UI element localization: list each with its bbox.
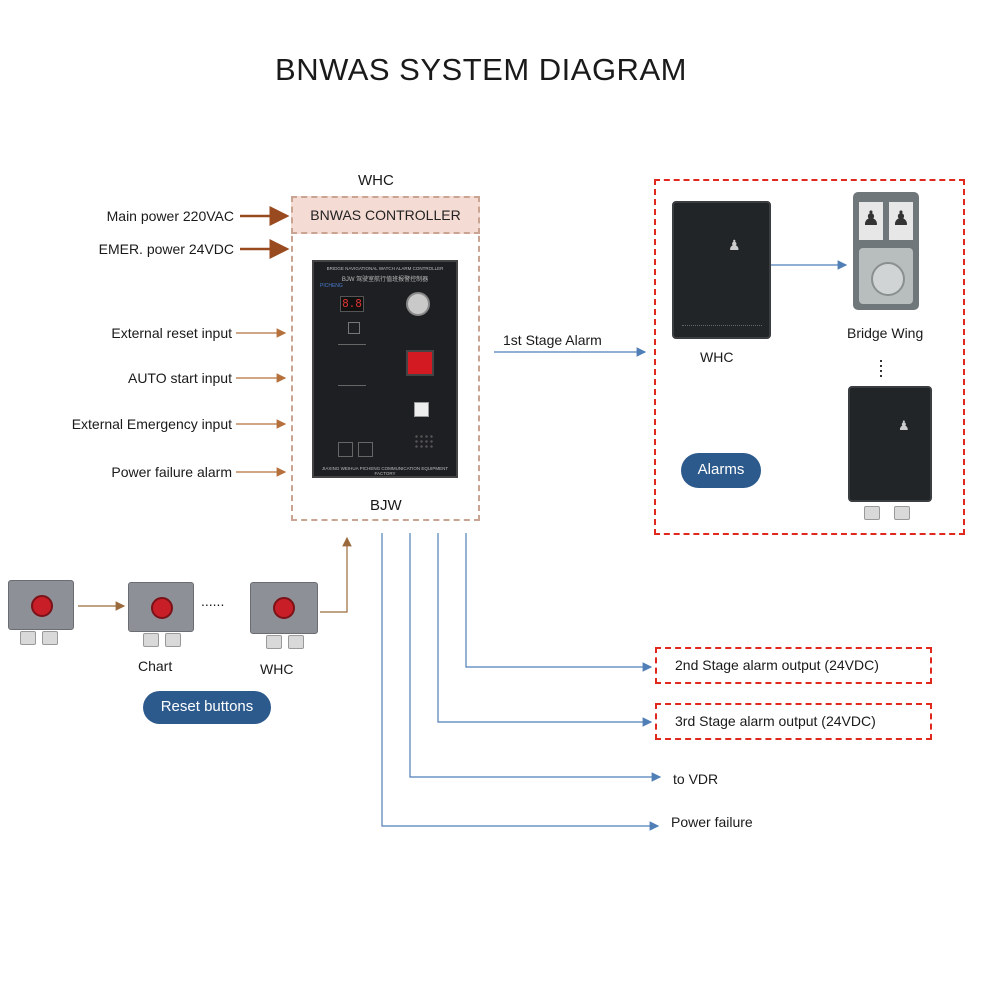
reset-to-controller-line — [320, 536, 352, 613]
input-main-power-label: Main power 220VAC — [106, 208, 234, 224]
input-emer-power-label: EMER. power 24VDC — [98, 241, 234, 257]
whc-device: ♟ — [672, 201, 771, 339]
alarm-device-gland-right — [894, 506, 910, 520]
whc-device-label: WHC — [700, 349, 734, 365]
reset-red-button-1[interactable] — [31, 595, 53, 617]
speaker-icon — [871, 262, 905, 296]
reset-whc-label: WHC — [260, 661, 294, 677]
reset-gland-3b — [288, 635, 304, 649]
controller-panel: BRIDGE NAVIGATIONAL WATCH ALARM CONTROLL… — [312, 260, 458, 478]
panel-brand: PICHENG — [320, 283, 343, 289]
input-external-emergency-label: External Emergency input — [71, 416, 232, 432]
panel-display: 8.8 — [340, 296, 364, 312]
reset-button-box-whc — [250, 582, 318, 634]
key-switch-icon[interactable] — [406, 292, 430, 316]
power-failure-line — [381, 533, 660, 831]
person-icon: ♟ — [728, 237, 741, 253]
controller-bottom-label: BJW — [370, 497, 402, 514]
person-left-icon: ♟ — [862, 208, 880, 230]
bridge-wing-device: ♟ ♟ — [853, 192, 919, 310]
panel-indicator-list — [338, 344, 366, 386]
alarm-device: ♟ — [848, 386, 932, 502]
reset-gland-1a — [20, 631, 36, 645]
controller-top-label: WHC — [358, 172, 394, 189]
reset-red-button[interactable] — [406, 350, 434, 376]
panel-small-button[interactable] — [348, 322, 360, 334]
vdr-line — [409, 533, 662, 782]
alarm-device-gland-left — [864, 506, 880, 520]
first-stage-alarm-label: 1st Stage Alarm — [503, 332, 602, 348]
reset-button-box-1 — [8, 580, 74, 630]
panel-right-button[interactable] — [358, 442, 373, 457]
vdr-output-label: to VDR — [673, 771, 719, 787]
power-failure-output-label: Power failure — [671, 814, 753, 830]
alarms-pill: Alarms — [681, 453, 761, 488]
panel-left-button[interactable] — [338, 442, 353, 457]
third-stage-line — [437, 533, 653, 727]
input-auto-start-label: AUTO start input — [127, 370, 232, 386]
panel-title: BRIDGE NAVIGATIONAL WATCH ALARM CONTROLL… — [326, 266, 444, 271]
bridge-wing-right-window — [889, 202, 913, 240]
reset-buttons-pill: Reset buttons — [143, 691, 271, 724]
person-right-icon: ♟ — [892, 208, 910, 230]
reset-gland-3a — [266, 635, 282, 649]
second-stage-line — [465, 533, 653, 672]
panel-footer: JIAXING WEIHUA PICHENG COMMUNICATION EQU… — [321, 466, 449, 476]
reset-gland-1b — [42, 631, 58, 645]
reset-ellipsis: ...... — [201, 593, 225, 609]
bridge-wing-left-window — [859, 202, 883, 240]
reset-gland-2b — [165, 633, 181, 647]
bridge-wing-label: Bridge Wing — [847, 325, 924, 341]
reset-gland-2a — [143, 633, 159, 647]
input-external-reset-label: External reset input — [111, 325, 232, 341]
panel-subtitle: BJW 驾驶室航行值班报警控制器 — [341, 277, 429, 283]
diagram-title: BNWAS SYSTEM DIAGRAM — [275, 52, 687, 87]
person-icon-small: ♟ — [898, 418, 910, 433]
controller-header: BNWAS CONTROLLER — [291, 196, 480, 234]
reset-red-button-chart[interactable] — [151, 597, 173, 619]
device-footer-strip — [682, 325, 762, 330]
input-power-failure-alarm-label: Power failure alarm — [111, 464, 232, 480]
buzzer-grille-icon — [414, 434, 434, 448]
reset-red-button-whc[interactable] — [273, 597, 295, 619]
chart-label: Chart — [138, 658, 173, 674]
second-stage-output-box: 2nd Stage alarm output (24VDC) — [655, 647, 932, 684]
third-stage-output-box: 3rd Stage alarm output (24VDC) — [655, 703, 932, 740]
alarm-group-box — [654, 179, 965, 535]
panel-test-button[interactable] — [414, 402, 429, 417]
reset-button-box-chart — [128, 582, 194, 632]
